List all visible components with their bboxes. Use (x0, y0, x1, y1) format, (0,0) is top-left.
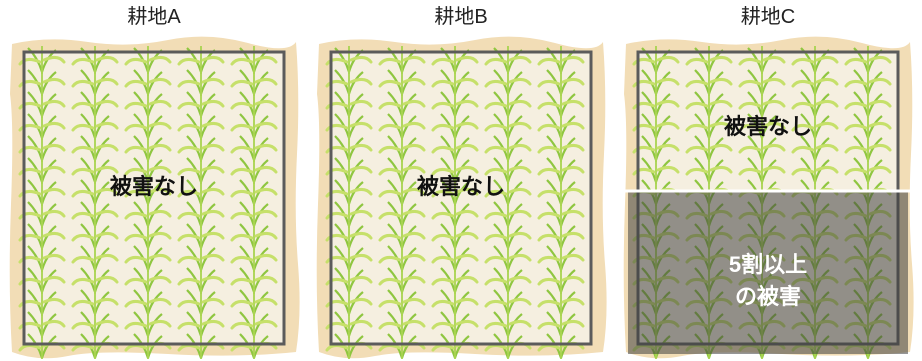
damage-label-a: 被害なし (109, 174, 198, 199)
rice-row (484, 46, 532, 359)
rice-row (378, 46, 426, 359)
damage-label-c-top: 被害なし (723, 114, 812, 139)
field-illustration-b (316, 36, 607, 359)
rice-row (230, 46, 278, 359)
rice-field-a (9, 36, 300, 359)
field-illustration-a (9, 36, 300, 359)
rice-row (18, 46, 66, 359)
field-frame (22, 50, 286, 346)
rice-field-b (316, 36, 607, 359)
damage-overlay (628, 192, 908, 354)
field-panel-a: 耕地A 被害なし (8, 0, 300, 361)
field-background (331, 52, 591, 344)
rice-row (177, 46, 225, 359)
rice-row (71, 46, 119, 359)
rice-field-c (622, 36, 914, 359)
field-panel-c: 耕地C 被害なし 5割以上 の被害 (622, 0, 914, 361)
damage-label-b: 被害なし (416, 174, 505, 199)
damage-label-c-bottom-line1: 5割以上 (728, 252, 808, 277)
field-title-b: 耕地B (434, 6, 488, 28)
field-background (24, 52, 284, 344)
damage-label-c-bottom-line2: の被害 (734, 284, 801, 309)
rice-row (325, 46, 373, 359)
field-frame (329, 50, 593, 346)
rice-row (431, 46, 479, 359)
field-panel-b: 耕地B 被害なし (315, 0, 607, 361)
field-title-c: 耕地C (740, 6, 796, 28)
field-title-a: 耕地A (127, 6, 181, 28)
